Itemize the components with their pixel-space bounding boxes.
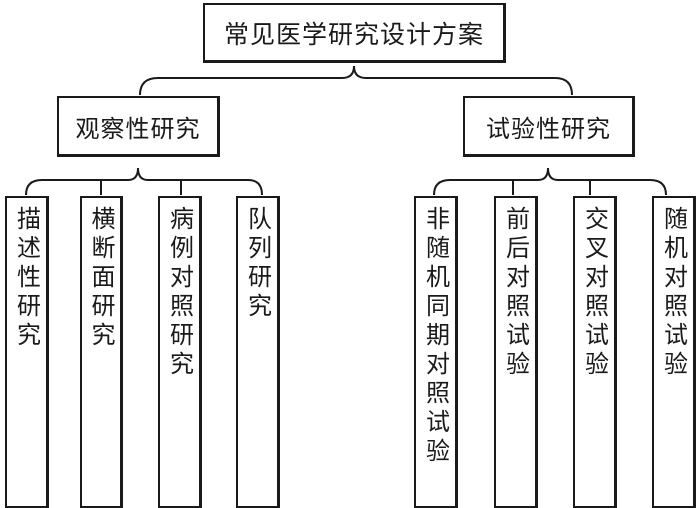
- root-label: 常见医学研究设计方案: [223, 19, 484, 49]
- leaf-crossover-trial-label: 交叉对照试验: [580, 206, 609, 380]
- leaf-randomized-controlled-trial: 随机对照试验: [652, 196, 696, 508]
- leaf-before-after-trial: 前后对照试验: [494, 196, 538, 508]
- leaf-randomized-controlled-trial-label: 随机对照试验: [659, 206, 688, 380]
- leaf-cohort-study-label: 队列研究: [243, 206, 272, 322]
- leaf-cross-sectional-study: 横断面研究: [80, 196, 123, 508]
- right-branch-bracket: [433, 167, 667, 196]
- observational-study-node: 观察性研究: [57, 96, 220, 157]
- leaf-case-control-study-label: 病例对照研究: [165, 206, 194, 380]
- left-branch-bracket: [25, 167, 263, 196]
- leaf-cohort-study: 队列研究: [236, 196, 280, 508]
- leaf-descriptive-study-label: 描述性研究: [12, 206, 41, 351]
- leaf-non-randomized-concurrent-trial-label: 非随机同期对照试验: [421, 206, 450, 467]
- root-node: 常见医学研究设计方案: [203, 3, 506, 63]
- root-bracket: [139, 65, 573, 96]
- leaf-non-randomized-concurrent-trial: 非随机同期对照试验: [414, 196, 458, 508]
- experimental-study-label: 试验性研究: [486, 114, 611, 143]
- leaf-case-control-study: 病例对照研究: [158, 196, 202, 508]
- observational-study-label: 观察性研究: [75, 114, 201, 143]
- leaf-descriptive-study: 描述性研究: [5, 196, 49, 508]
- experimental-study-node: 试验性研究: [463, 96, 635, 157]
- leaf-crossover-trial: 交叉对照试验: [573, 196, 617, 508]
- leaf-before-after-trial-label: 前后对照试验: [501, 206, 530, 380]
- leaf-cross-sectional-study-label: 横断面研究: [87, 206, 115, 351]
